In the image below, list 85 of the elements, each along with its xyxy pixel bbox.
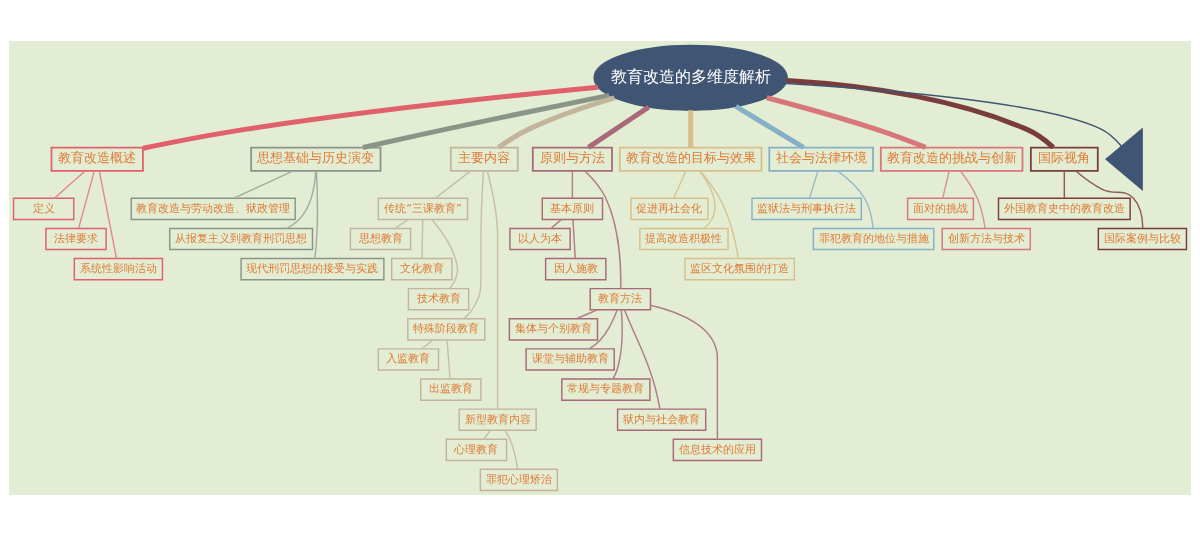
connector (942, 170, 950, 199)
node-ellipse: 教育改造的多维度解析 (593, 44, 788, 111)
node-box: 监区文化氛围的打造 (684, 257, 796, 280)
connector (420, 339, 434, 349)
connector (394, 218, 409, 229)
node-box: 定义 (12, 197, 75, 220)
connector (233, 169, 294, 199)
connector (362, 92, 610, 150)
connector (688, 109, 694, 147)
node-box: 集体与个别教育 (508, 317, 599, 341)
node-box: 常规与专题教育 (561, 377, 651, 401)
connector (959, 169, 986, 229)
node-box: 基本原则 (541, 197, 604, 220)
connector (98, 169, 118, 259)
connector (572, 218, 576, 259)
connector (837, 169, 874, 229)
connector (699, 169, 740, 259)
node-box: 出监教育 (419, 377, 482, 401)
connector (699, 170, 716, 229)
connector (766, 94, 927, 150)
connector (421, 218, 424, 259)
connector (550, 218, 562, 229)
connector (446, 338, 451, 379)
node-box: 狱内与社会教育 (616, 407, 707, 431)
connector (313, 169, 319, 259)
node-box: 社会与法律环境 (768, 146, 874, 172)
connector (497, 94, 616, 149)
node-box: 创新方法与技术 (941, 227, 1032, 250)
node-box: 传统“三课教育” (377, 197, 469, 220)
connector (142, 84, 599, 151)
node-box: 罪犯教育的地位与措施 (812, 227, 935, 250)
node-box: 思想教育 (349, 227, 412, 250)
node-box: 教育方法 (589, 287, 652, 311)
node-box: 提高改造积极性 (639, 227, 729, 250)
node-box: 现代刑罚思想的接受与实践 (240, 257, 385, 280)
node-box: 教育改造概述 (50, 146, 144, 172)
connector (575, 308, 599, 319)
node-box: 监狱法与刑事执行法 (751, 197, 863, 220)
node-box: 国际视角 (1029, 146, 1099, 172)
node-box: 主要内容 (449, 146, 519, 172)
node-box: 以人为本 (509, 227, 571, 250)
connector (808, 170, 819, 199)
connector (786, 77, 1055, 149)
node-box: 课堂与辅助教育 (525, 347, 615, 371)
connector (434, 169, 472, 199)
node-box: 因人施教 (544, 257, 607, 280)
node-box: 思想基础与历史演变 (250, 146, 382, 172)
connector (584, 169, 622, 289)
connector (571, 170, 574, 199)
node-box: 面对的挑战 (906, 197, 975, 220)
node-box: 技术教育 (407, 287, 470, 311)
connector (1075, 169, 1144, 229)
connector (785, 82, 1123, 147)
node-box: 心理教育 (445, 438, 508, 461)
node-box: 从报复主义到教育刑罚思想 (168, 227, 314, 250)
node-box: 入监教育 (377, 347, 440, 371)
connector (53, 170, 86, 199)
node-box: 外国教育史中的教育改造 (997, 197, 1131, 220)
node-box: 教育改造与劳动改造、狱政管理 (130, 197, 296, 220)
node-box: 新型教育内容 (458, 407, 537, 431)
connector (612, 308, 623, 379)
connector (587, 104, 650, 149)
connector (504, 429, 519, 470)
connector (431, 218, 459, 289)
connector (483, 429, 491, 440)
node-box: 罪犯心理矫治 (479, 468, 559, 491)
node-box: 文化教育 (390, 257, 453, 280)
node-box: 促进再社会化 (630, 197, 709, 220)
node-box: 信息技术的应用 (672, 438, 763, 461)
node-box: 教育改造的挑战与创新 (879, 146, 1024, 172)
node-box: 系统性影响活动 (73, 257, 164, 280)
connector (649, 304, 719, 440)
node-box: 国际案例与比较 (1097, 227, 1188, 250)
connector (77, 169, 95, 229)
connector (286, 169, 317, 229)
connector (734, 103, 805, 150)
node-triangle (1105, 127, 1143, 191)
connector (673, 170, 687, 199)
connector (486, 170, 499, 409)
connector (1063, 170, 1066, 199)
node-box: 法律要求 (45, 227, 107, 250)
node-box: 原则与方法 (531, 146, 613, 172)
node-box: 教育改造的目标与效果 (618, 146, 763, 172)
connector (623, 308, 661, 410)
node-box: 特殊阶段教育 (407, 317, 486, 341)
